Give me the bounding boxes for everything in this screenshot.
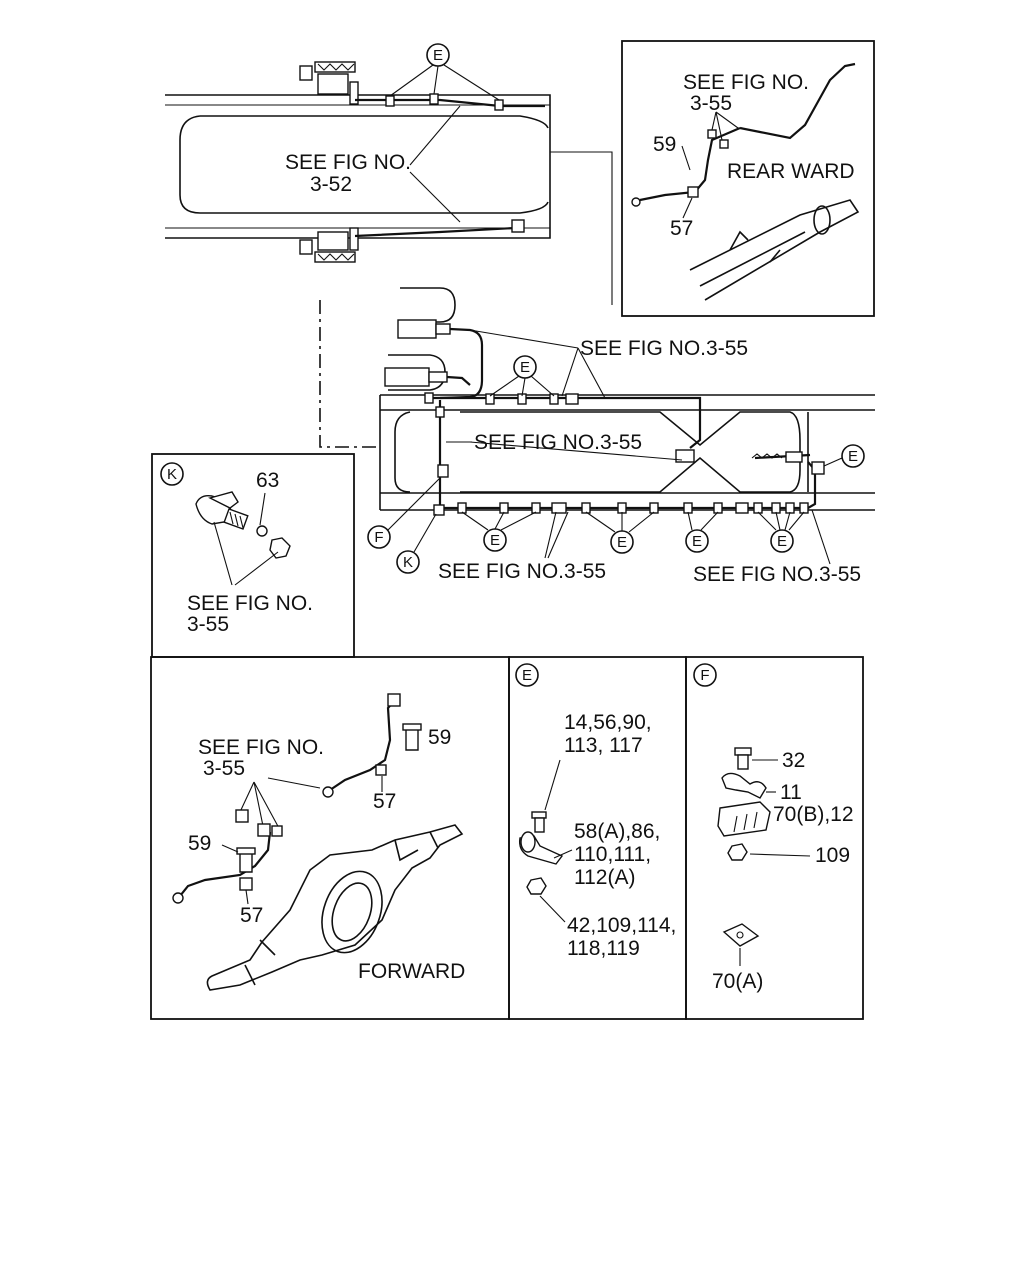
part-32-label: 32 xyxy=(782,749,805,772)
detail-k: K 63 SEE FIG NO. 3-55 xyxy=(151,453,355,658)
part-11-label: 11 xyxy=(780,781,802,804)
detail-e-badge xyxy=(515,663,539,687)
frame-bracket-upper xyxy=(299,61,359,105)
see-fig-3-55-bottom-right: SEE FIG NO.3-55 xyxy=(693,563,861,586)
see-fig-3-55-bottom-left: SEE FIG NO.3-55 xyxy=(438,560,606,583)
callout-k-label: K xyxy=(403,554,413,571)
detail-k-badge-label: K xyxy=(167,466,177,483)
detail-f-badge-label: F xyxy=(700,667,709,684)
detail-e-bolt-label-1: 14,56,90, xyxy=(564,711,652,734)
callout-e-mid-right-label: E xyxy=(848,448,858,465)
detail-k-badge xyxy=(160,462,184,486)
forward-see-fig-line2: 3-55 xyxy=(203,757,245,780)
top-frame-view: E SEE FIG NO. 3-52 xyxy=(165,43,613,305)
detail-e: E 14,56,90, 113, 117 58(A),86, 110,111, … xyxy=(508,656,687,1020)
forward-part-59-lower: 59 xyxy=(188,832,211,855)
rear-see-fig-line1: SEE FIG NO. xyxy=(683,71,809,94)
part-70b-label: 70(B),12 xyxy=(773,803,854,826)
rear-part-57: 57 xyxy=(670,217,693,240)
callout-f-label: F xyxy=(374,529,383,546)
detail-k-frame xyxy=(151,453,355,658)
part-70a-label: 70(A) xyxy=(712,970,763,993)
detail-e-clip-label-1: 58(A),86, xyxy=(574,820,660,843)
see-fig-3-52-line2: 3-52 xyxy=(310,173,352,196)
detail-e-clip-label-2: 110,111, xyxy=(574,843,651,866)
rear-see-fig-line2: 3-55 xyxy=(690,92,732,115)
callout-e-top-label: E xyxy=(433,47,443,64)
callout-e-bottom-1-label: E xyxy=(490,532,500,549)
rear-ward-detail: SEE FIG NO. 3-55 59 57 REAR WARD xyxy=(621,40,875,317)
rear-part-59: 59 xyxy=(653,133,676,156)
callout-e-bottom-3-label: E xyxy=(692,533,702,550)
detail-e-badge-label: E xyxy=(522,667,532,684)
detail-e-nut-label-1: 42,109,114, xyxy=(567,914,676,937)
forward-see-fig-line1: SEE FIG NO. xyxy=(198,736,324,759)
forward-part-57-lower: 57 xyxy=(240,904,263,927)
forward-detail: SEE FIG NO. 3-55 59 57 59 57 FORWARD xyxy=(150,656,510,1020)
forward-part-59-upper: 59 xyxy=(428,726,451,749)
callout-e-mid-upper-label: E xyxy=(520,359,530,376)
see-fig-3-55-top: SEE FIG NO.3-55 xyxy=(580,337,748,360)
part-109-label: 109 xyxy=(815,844,850,867)
callout-e-bottom-2-label: E xyxy=(617,534,627,551)
detail-f: F 32 11 70(B),12 109 70(A) xyxy=(685,656,864,1020)
forward-part-57-upper: 57 xyxy=(373,790,396,813)
middle-chassis-view: E SEE FIG NO.3-55 SEE FIG NO.3-55 E F K … xyxy=(319,287,875,586)
part-63-label: 63 xyxy=(256,469,279,492)
forward-caption: FORWARD xyxy=(358,960,465,983)
callout-e-bottom-3 xyxy=(685,529,709,553)
callout-e-bottom-4 xyxy=(770,529,794,553)
callout-k xyxy=(396,550,420,574)
see-fig-3-55-center: SEE FIG NO.3-55 xyxy=(474,431,642,454)
rear-ward-caption: REAR WARD xyxy=(727,160,855,183)
detail-f-badge xyxy=(693,663,717,687)
frame-bracket-lower xyxy=(299,227,359,263)
callout-e-mid-right xyxy=(841,444,865,468)
detail-e-bolt-label-2: 113, 117 xyxy=(564,734,643,757)
see-fig-3-52-line1: SEE FIG NO. xyxy=(285,151,411,174)
detail-e-nut-label-2: 118,119 xyxy=(567,937,640,960)
callout-e-bottom-4-label: E xyxy=(777,533,787,550)
detail-k-see-fig-line2: 3-55 xyxy=(187,613,229,636)
detail-e-clip-label-3: 112(A) xyxy=(574,866,635,889)
rear-ward-frame xyxy=(621,40,875,317)
detail-k-see-fig-line1: SEE FIG NO. xyxy=(187,592,313,615)
callout-f xyxy=(367,525,391,549)
detail-f-frame xyxy=(685,656,864,1020)
